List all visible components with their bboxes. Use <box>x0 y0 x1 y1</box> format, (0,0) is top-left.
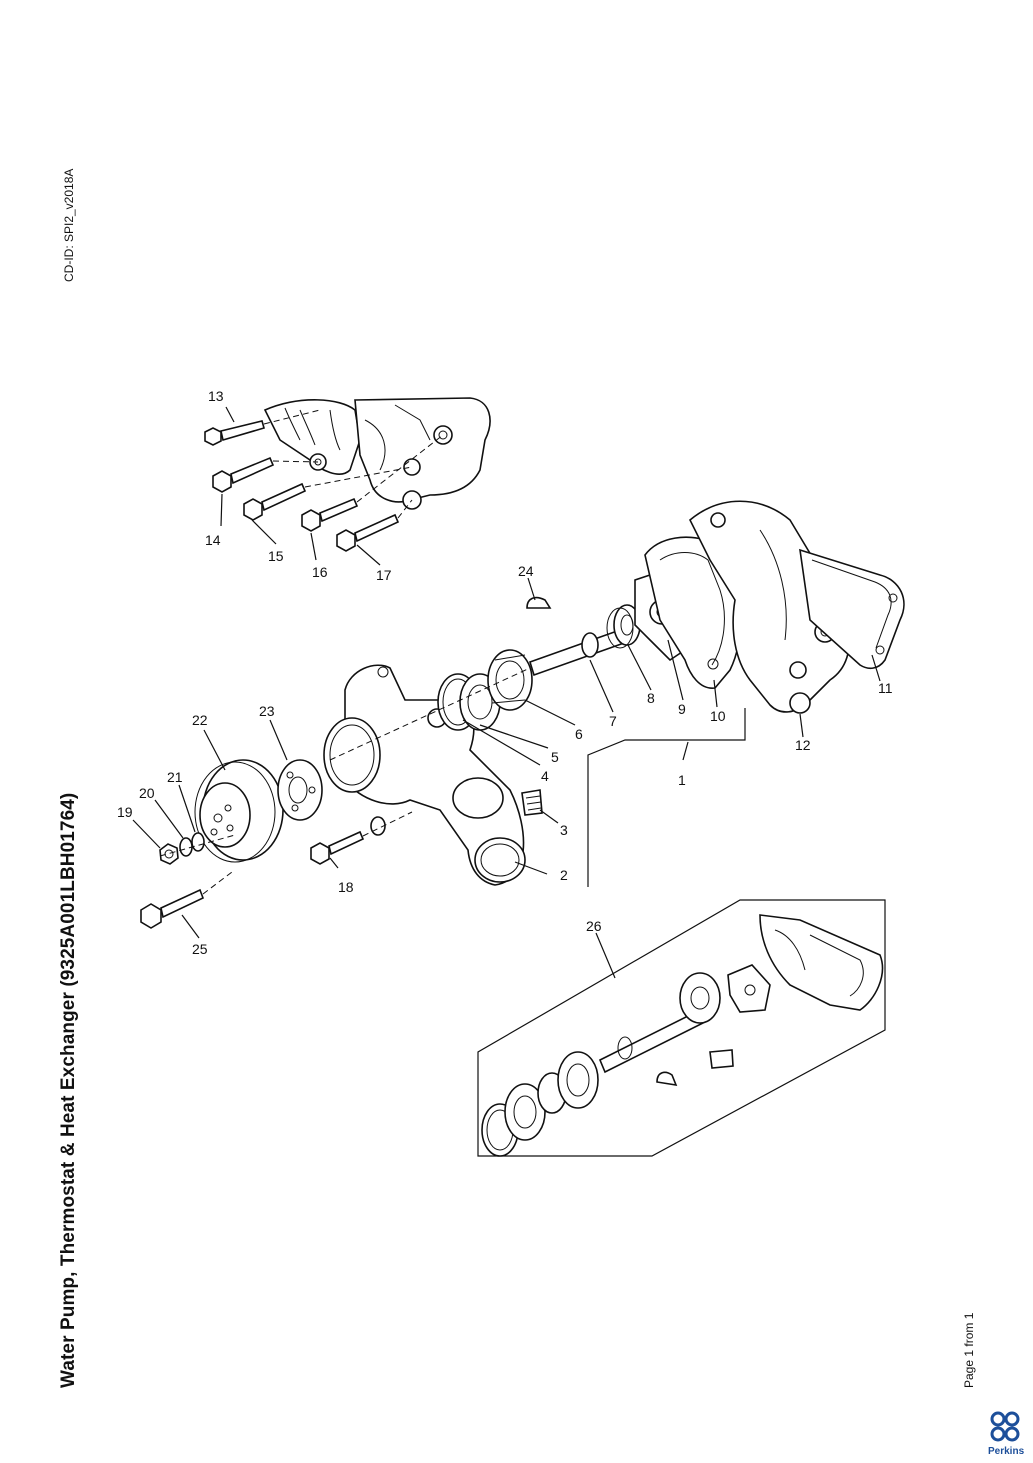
callout-17: 17 <box>376 567 392 583</box>
seal-8 <box>606 604 641 649</box>
callout-14: 14 <box>205 532 221 548</box>
callout-7: 7 <box>609 713 617 729</box>
callout-5: 5 <box>551 749 559 765</box>
callout-11: 11 <box>878 680 893 696</box>
callout-4: 4 <box>541 768 549 784</box>
callout-18: 18 <box>338 879 354 895</box>
callout-21: 21 <box>167 769 183 785</box>
bolt-16 <box>301 434 444 532</box>
repair-kit-26 <box>477 899 886 1157</box>
pump-housing <box>323 664 526 886</box>
callout-10: 10 <box>710 708 726 724</box>
callout-1: 1 <box>678 772 686 788</box>
hub-23 <box>277 759 323 821</box>
callout-3: 3 <box>560 822 568 838</box>
bolt-15 <box>243 466 413 521</box>
gasket-11 <box>799 548 905 670</box>
perkins-logo-mark: Perkins <box>988 1411 1025 1457</box>
nut-19 <box>159 843 179 865</box>
callout-16: 16 <box>312 564 328 580</box>
bolt-13 <box>204 409 321 446</box>
callout-9: 9 <box>678 701 686 717</box>
bearing-6 <box>487 649 533 711</box>
callout-6: 6 <box>575 726 583 742</box>
assembly-bracket <box>587 708 746 887</box>
pulley-22 <box>194 759 284 863</box>
callout-2: 2 <box>560 867 568 883</box>
callout-23: 23 <box>259 703 275 719</box>
callout-13: 13 <box>208 388 224 404</box>
callout-22: 22 <box>192 712 208 728</box>
bolt-14 <box>212 456 319 493</box>
callout-20: 20 <box>139 785 155 801</box>
washer-21 <box>191 832 205 852</box>
axis-line-pulley <box>159 834 236 857</box>
callout-19: 19 <box>117 804 133 820</box>
perkins-logo: Perkins <box>986 1410 1030 1458</box>
brand-name: Perkins <box>988 1446 1025 1457</box>
callout-15: 15 <box>268 548 284 564</box>
callout-12: 12 <box>795 737 811 753</box>
callout-24: 24 <box>518 563 534 579</box>
callout-labels: 13 14 15 16 17 24 11 8 9 10 7 6 12 5 4 1… <box>117 388 893 957</box>
bolt-25 <box>140 871 233 929</box>
bolt-17 <box>336 499 413 552</box>
callout-25: 25 <box>192 941 208 957</box>
woodruff-key-24 <box>526 596 552 609</box>
callout-26: 26 <box>586 918 602 934</box>
washer-20 <box>179 837 193 857</box>
leader-lines <box>132 406 881 979</box>
plug-3 <box>521 789 543 816</box>
bolt-18 <box>310 811 413 865</box>
callout-8: 8 <box>647 690 655 706</box>
